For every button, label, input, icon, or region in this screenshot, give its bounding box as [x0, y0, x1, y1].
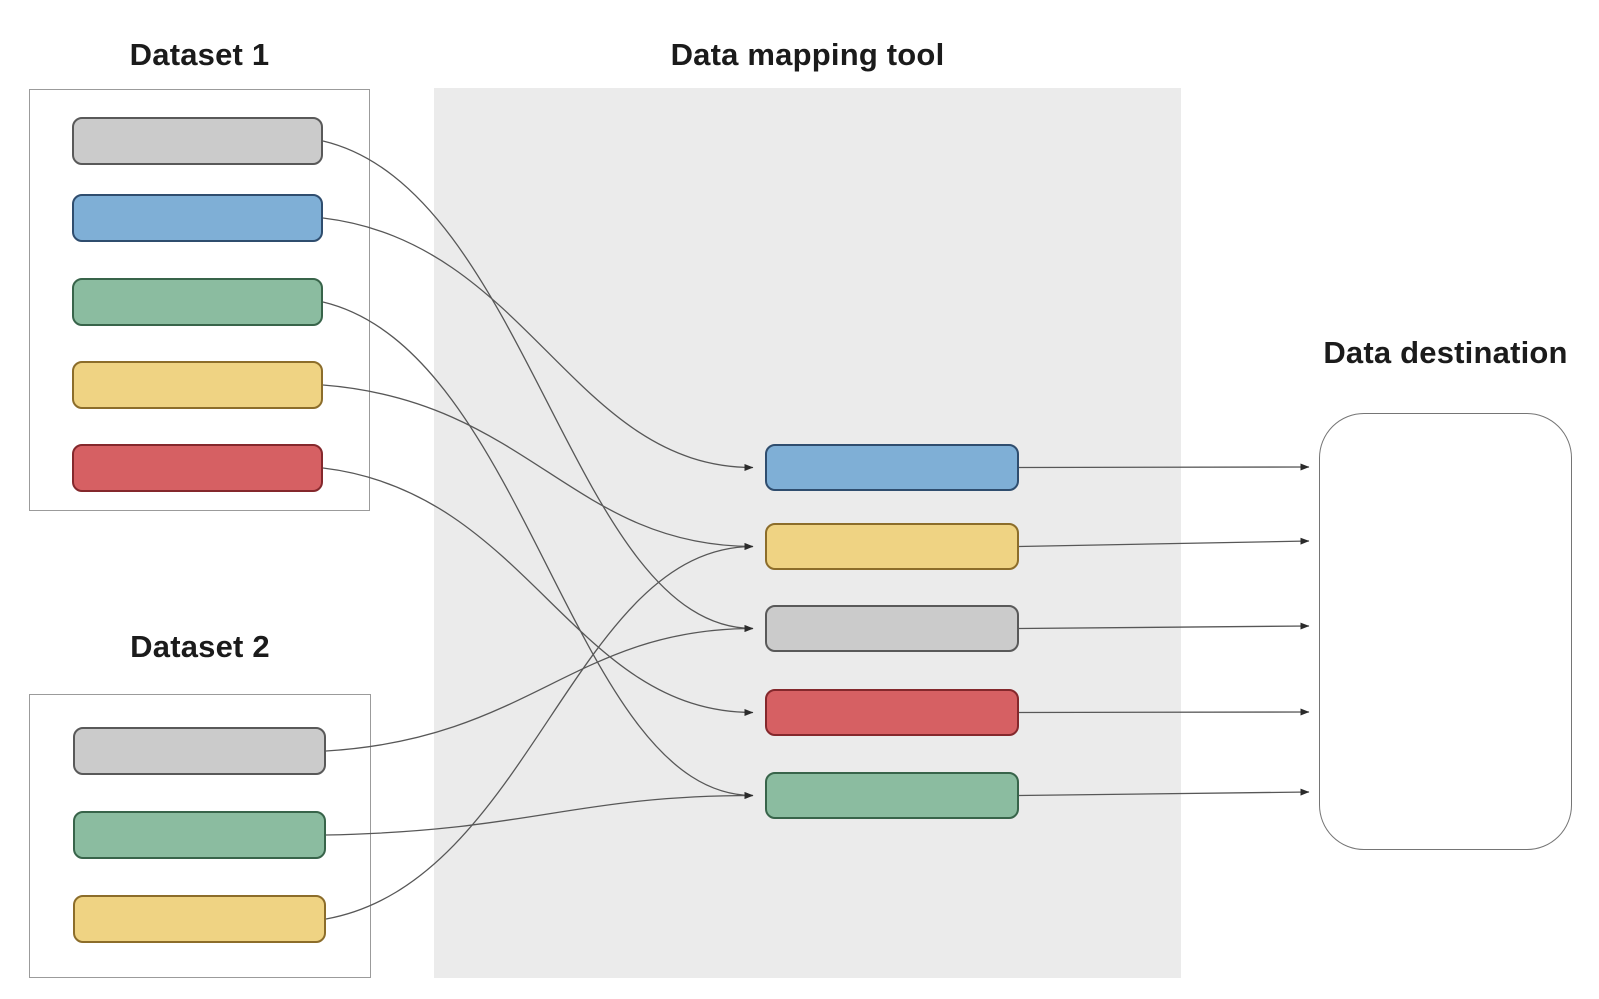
destination-box [1319, 413, 1572, 850]
dataset2-field-gray[interactable] [73, 727, 326, 775]
mapper-field-green[interactable] [765, 772, 1019, 819]
mapper-field-red[interactable] [765, 689, 1019, 736]
mapper-field-gray[interactable] [765, 605, 1019, 652]
dataset2-title: Dataset 2 [130, 629, 270, 664]
dataset1-title: Dataset 1 [129, 37, 270, 72]
dataset2-field-yellow[interactable] [73, 895, 326, 943]
mapper-field-blue[interactable] [765, 444, 1019, 491]
mapper-field-yellow[interactable] [765, 523, 1019, 570]
dataset2-field-green[interactable] [73, 811, 326, 859]
dataset1-field-yellow[interactable] [72, 361, 323, 409]
dataset1-field-blue[interactable] [72, 194, 323, 242]
dataset1-field-red[interactable] [72, 444, 323, 492]
dataset1-field-gray[interactable] [72, 117, 323, 165]
dataset1-field-green[interactable] [72, 278, 323, 326]
mapping-tool-title: Data mapping tool [670, 37, 945, 72]
destination-title: Data destination [1323, 335, 1568, 370]
